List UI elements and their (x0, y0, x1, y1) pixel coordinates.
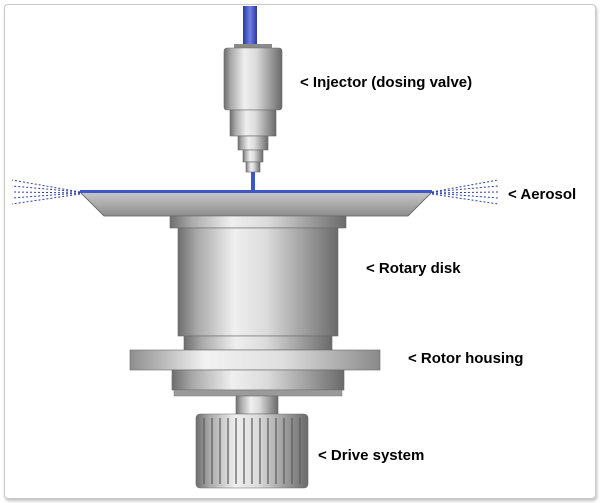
rotary-disk-plate (79, 190, 433, 217)
rotor-housing (129, 349, 381, 397)
drive-system (195, 395, 309, 489)
label-aerosol: < Aerosol (508, 186, 577, 203)
injector-dosing-valve (223, 44, 283, 173)
liquid-jet (251, 172, 255, 192)
label-rotor-housing: < Rotor housing (408, 350, 524, 367)
aerosol-spray-right (431, 179, 499, 205)
aerosol-spray-left (11, 179, 81, 205)
feed-tube (243, 6, 257, 46)
label-drive-system: < Drive system (318, 447, 425, 464)
rotary-disk (169, 215, 347, 351)
label-rotary-disk: < Rotary disk (366, 260, 461, 277)
label-injector: < Injector (dosing valve) (300, 74, 473, 91)
